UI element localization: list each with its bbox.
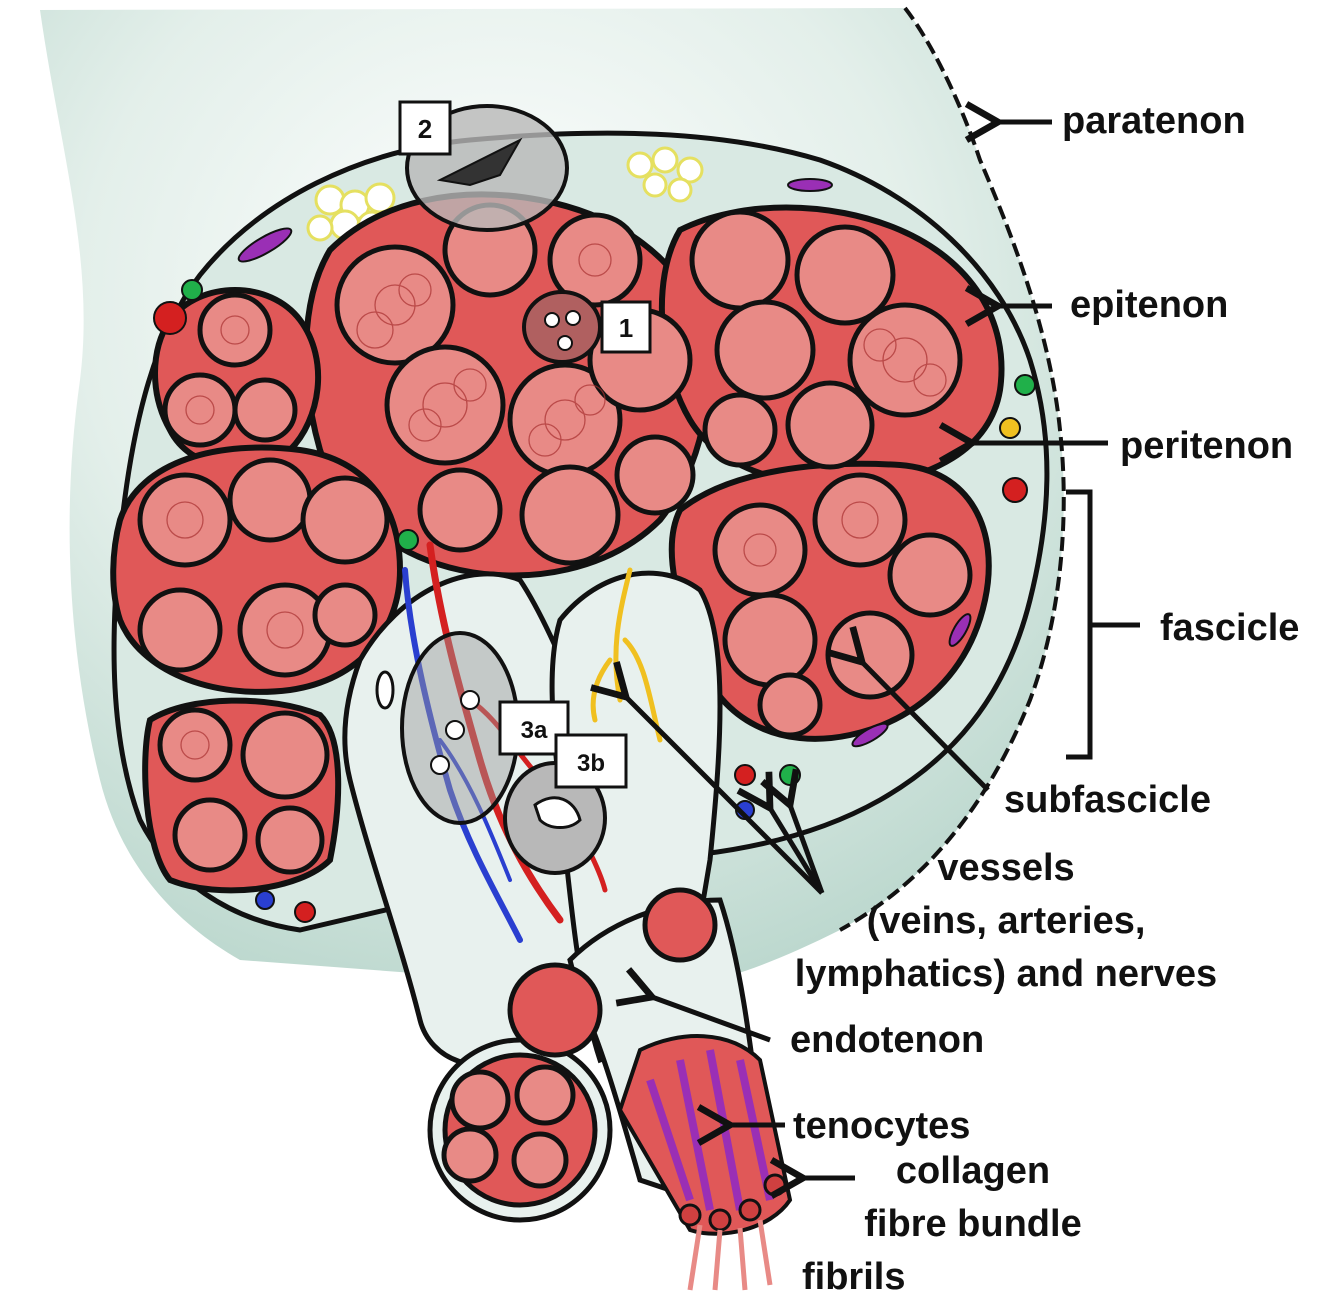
svg-text:3a: 3a (521, 717, 548, 744)
tag-3b: 3b (556, 735, 626, 787)
svg-text:2: 2 (418, 114, 432, 144)
label-collagen-line1: collagen (896, 1150, 1050, 1192)
label-fibrils: fibrils (802, 1256, 905, 1295)
label-collagen-line2: fibre bundle (864, 1203, 1081, 1245)
svg-text:1: 1 (619, 313, 633, 343)
label-peritenon: peritenon (1120, 425, 1293, 467)
label-endotenon: endotenon (790, 1019, 984, 1061)
label-subfascicle: subfascicle (1004, 779, 1211, 821)
label-vessels-line3: lymphatics) and nerves (795, 953, 1217, 995)
label-epitenon: epitenon (1070, 284, 1228, 326)
bundle-bottom-left (430, 1040, 610, 1220)
tag-1: 1 (602, 302, 650, 352)
marker-1-circle (524, 292, 600, 362)
fascicle-bracket (1066, 492, 1140, 757)
label-paratenon: paratenon (1062, 100, 1246, 142)
collagen-fibre-bundle (620, 1036, 790, 1234)
svg-text:3b: 3b (577, 750, 605, 777)
label-fascicle: fascicle (1160, 607, 1299, 649)
tag-2: 2 (400, 102, 450, 154)
label-vessels-line1: vessels (937, 847, 1074, 889)
label-tenocytes: tenocytes (793, 1105, 970, 1147)
label-vessels-line2: (veins, arteries, (867, 900, 1146, 942)
